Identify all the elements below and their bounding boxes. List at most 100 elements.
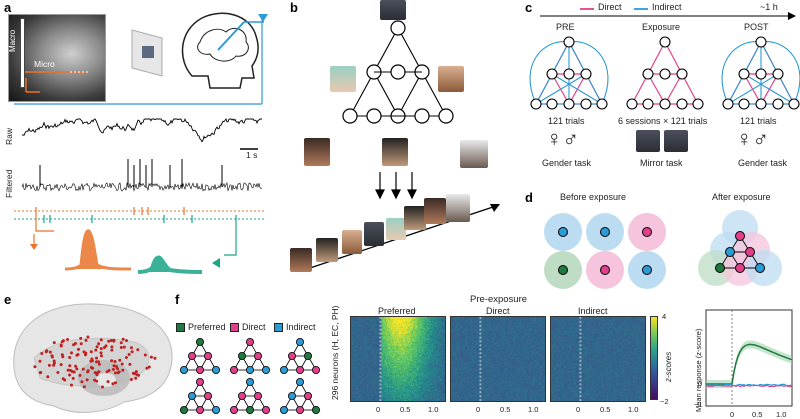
hx-tick-1-a: 1.0 — [428, 405, 439, 414]
graph-node — [296, 338, 305, 346]
electrode-dot — [130, 350, 134, 354]
indirect-mean-line — [705, 383, 793, 387]
graph-node — [212, 406, 221, 415]
graph-edge — [373, 27, 399, 73]
electrode-dot — [95, 373, 99, 377]
heatmap-preferred — [350, 316, 446, 402]
task-exposure: Mirror task — [640, 158, 683, 168]
electrode-dot — [84, 338, 88, 342]
graph-node — [563, 36, 575, 48]
graph-node — [772, 98, 784, 110]
electrode-dot — [107, 339, 111, 343]
field-center — [715, 263, 725, 273]
mirror-face-2 — [664, 130, 688, 152]
mean-response-plot — [705, 309, 793, 407]
electrode-dot — [52, 359, 56, 363]
electrode-dot — [95, 379, 99, 383]
hx-tick-1-c: 1.0 — [628, 405, 639, 414]
raw-label: Raw — [4, 127, 14, 145]
pre-label: PRE — [556, 22, 575, 32]
electrode-dot — [89, 359, 93, 363]
electrode-dot — [66, 368, 70, 372]
graph-node — [580, 98, 592, 110]
task-pre: Gender task — [542, 158, 592, 168]
graph-node — [642, 68, 654, 80]
electrode-dot — [114, 371, 117, 375]
heatmap-indirect-title: Indirect — [578, 306, 608, 316]
electrode-dot — [104, 344, 108, 348]
electrode-dot — [112, 364, 116, 368]
panel-label-e: e — [4, 292, 12, 307]
electrode-dot — [48, 350, 52, 354]
panel-label-d: d — [525, 190, 533, 205]
graph-node — [676, 68, 688, 80]
graph-node — [246, 338, 255, 346]
electrode-dot — [56, 371, 60, 374]
field-center — [755, 263, 765, 273]
heatmap-direct — [450, 316, 546, 402]
electrode-dot — [46, 375, 50, 379]
graph-node — [296, 406, 305, 415]
preferred-ci-band — [706, 340, 792, 388]
graph-node — [262, 406, 271, 415]
graph-node — [203, 351, 212, 360]
graph-node — [788, 98, 800, 110]
field-center — [558, 265, 568, 275]
graph-node — [755, 98, 767, 110]
legend-indirect-swatch — [274, 323, 283, 332]
brain-electrode-map — [13, 303, 173, 413]
electrode-dot — [72, 343, 76, 347]
sequence-face-7 — [424, 198, 446, 224]
electrode-dot — [68, 356, 72, 359]
orange-waveform — [64, 229, 132, 271]
graph-node — [722, 98, 734, 110]
electrode-dot — [33, 365, 37, 369]
graph-node — [288, 351, 297, 360]
electrode-dot — [81, 367, 85, 371]
electrode-dot — [75, 367, 79, 371]
electrode-dot — [86, 370, 90, 374]
graph-node — [738, 68, 750, 80]
graph-node — [238, 392, 247, 401]
legend-direct-line — [580, 8, 594, 10]
preferred-mean-line — [706, 343, 793, 385]
legend-preferred: Preferred — [188, 322, 226, 332]
electrode-dot — [68, 364, 72, 368]
electrode-dot — [145, 366, 149, 370]
electrode-dot — [86, 335, 90, 339]
sequence-face-2 — [316, 238, 338, 262]
sequence-face-6 — [404, 206, 426, 230]
electrode-dot — [93, 371, 97, 375]
electrode-dot — [38, 359, 42, 363]
electrode-dot — [80, 380, 84, 384]
electrode-dot — [106, 380, 110, 384]
graph-pre — [529, 36, 609, 110]
graph-edge — [397, 27, 423, 73]
colorbar-min: −2 — [660, 397, 669, 406]
graph-node — [195, 378, 204, 387]
direct-edge — [664, 73, 683, 105]
after-exposure-label: After exposure — [712, 192, 771, 202]
trials-pre: 121 trials — [548, 116, 585, 126]
heatmap-indirect — [550, 316, 646, 402]
face-photo-bottom-left — [304, 138, 330, 166]
electrode-dot — [77, 347, 80, 351]
field-center — [558, 227, 568, 237]
legend-direct-f: Direct — [242, 322, 266, 332]
graph-node — [366, 108, 382, 124]
electrode-dot — [114, 381, 117, 385]
panel-label-b: b — [290, 0, 298, 15]
electrode-dot — [66, 338, 69, 341]
indirect-edge — [568, 41, 609, 105]
face-photo-right — [438, 66, 464, 92]
electrode-dot — [68, 373, 72, 377]
electrode-dot — [143, 353, 147, 357]
direct-edge — [647, 41, 666, 75]
electrode-dot — [133, 372, 137, 376]
electrode-dot — [40, 352, 44, 355]
graph-node — [203, 392, 212, 401]
micro-wires — [25, 71, 90, 93]
graph-node — [390, 64, 406, 80]
heatmap-preferred-title: Preferred — [378, 306, 416, 316]
electrode-dot — [110, 359, 114, 363]
